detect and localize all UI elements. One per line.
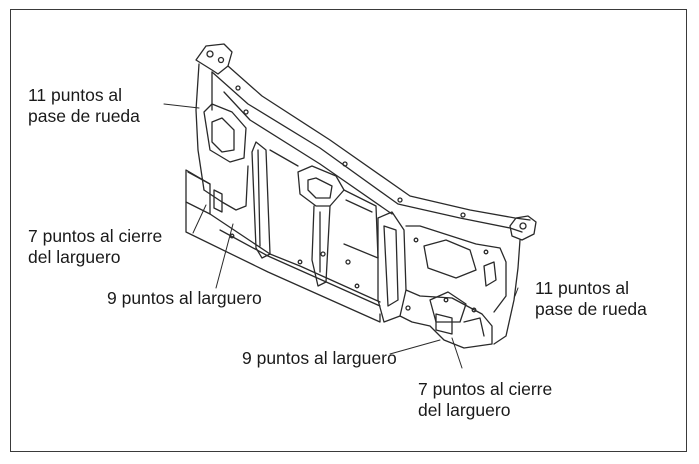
- center-latch-support: [297, 165, 345, 287]
- center-brace: [269, 149, 379, 259]
- callout-rail-closure-left-line1: 7 puntos al cierre: [28, 226, 163, 246]
- callout-rail-left: 9 puntos al larguero: [107, 288, 262, 309]
- callout-wheel-arch-right: 11 puntos al pase de rueda: [535, 278, 647, 320]
- right-side-column: [377, 211, 507, 323]
- left-side-column: [185, 103, 249, 215]
- callout-wheel-arch-left-line1: 11 puntos al: [28, 85, 123, 105]
- left-vertical-post: [251, 141, 271, 259]
- callout-rail-closure-right: 7 puntos al cierre del larguero: [418, 379, 552, 421]
- callout-wheel-arch-left: 11 puntos al pase de rueda: [28, 85, 140, 127]
- callout-rail-closure-left: 7 puntos al cierre del larguero: [28, 226, 162, 268]
- callout-rail-right-text: 9 puntos al larguero: [242, 348, 397, 368]
- left-upper-mount: [195, 43, 233, 191]
- callout-wheel-arch-right-line1: 11 puntos al: [535, 278, 630, 298]
- callout-rail-closure-right-line2: del larguero: [418, 400, 511, 420]
- figure-frame: [10, 9, 687, 452]
- callout-wheel-arch-left-line2: pase de rueda: [28, 106, 140, 126]
- lower-cross-member: [185, 201, 381, 323]
- right-upper-mount: [493, 215, 537, 345]
- callout-rail-closure-left-line2: del larguero: [28, 247, 121, 267]
- callout-rail-right: 9 puntos al larguero: [242, 348, 397, 369]
- right-lower-rail-bracket: [399, 289, 493, 349]
- callout-rail-closure-right-line1: 7 puntos al cierre: [418, 379, 553, 399]
- callout-rail-left-text: 9 puntos al larguero: [107, 288, 262, 308]
- callout-wheel-arch-right-line2: pase de rueda: [535, 299, 647, 319]
- leader-lines: [163, 103, 519, 369]
